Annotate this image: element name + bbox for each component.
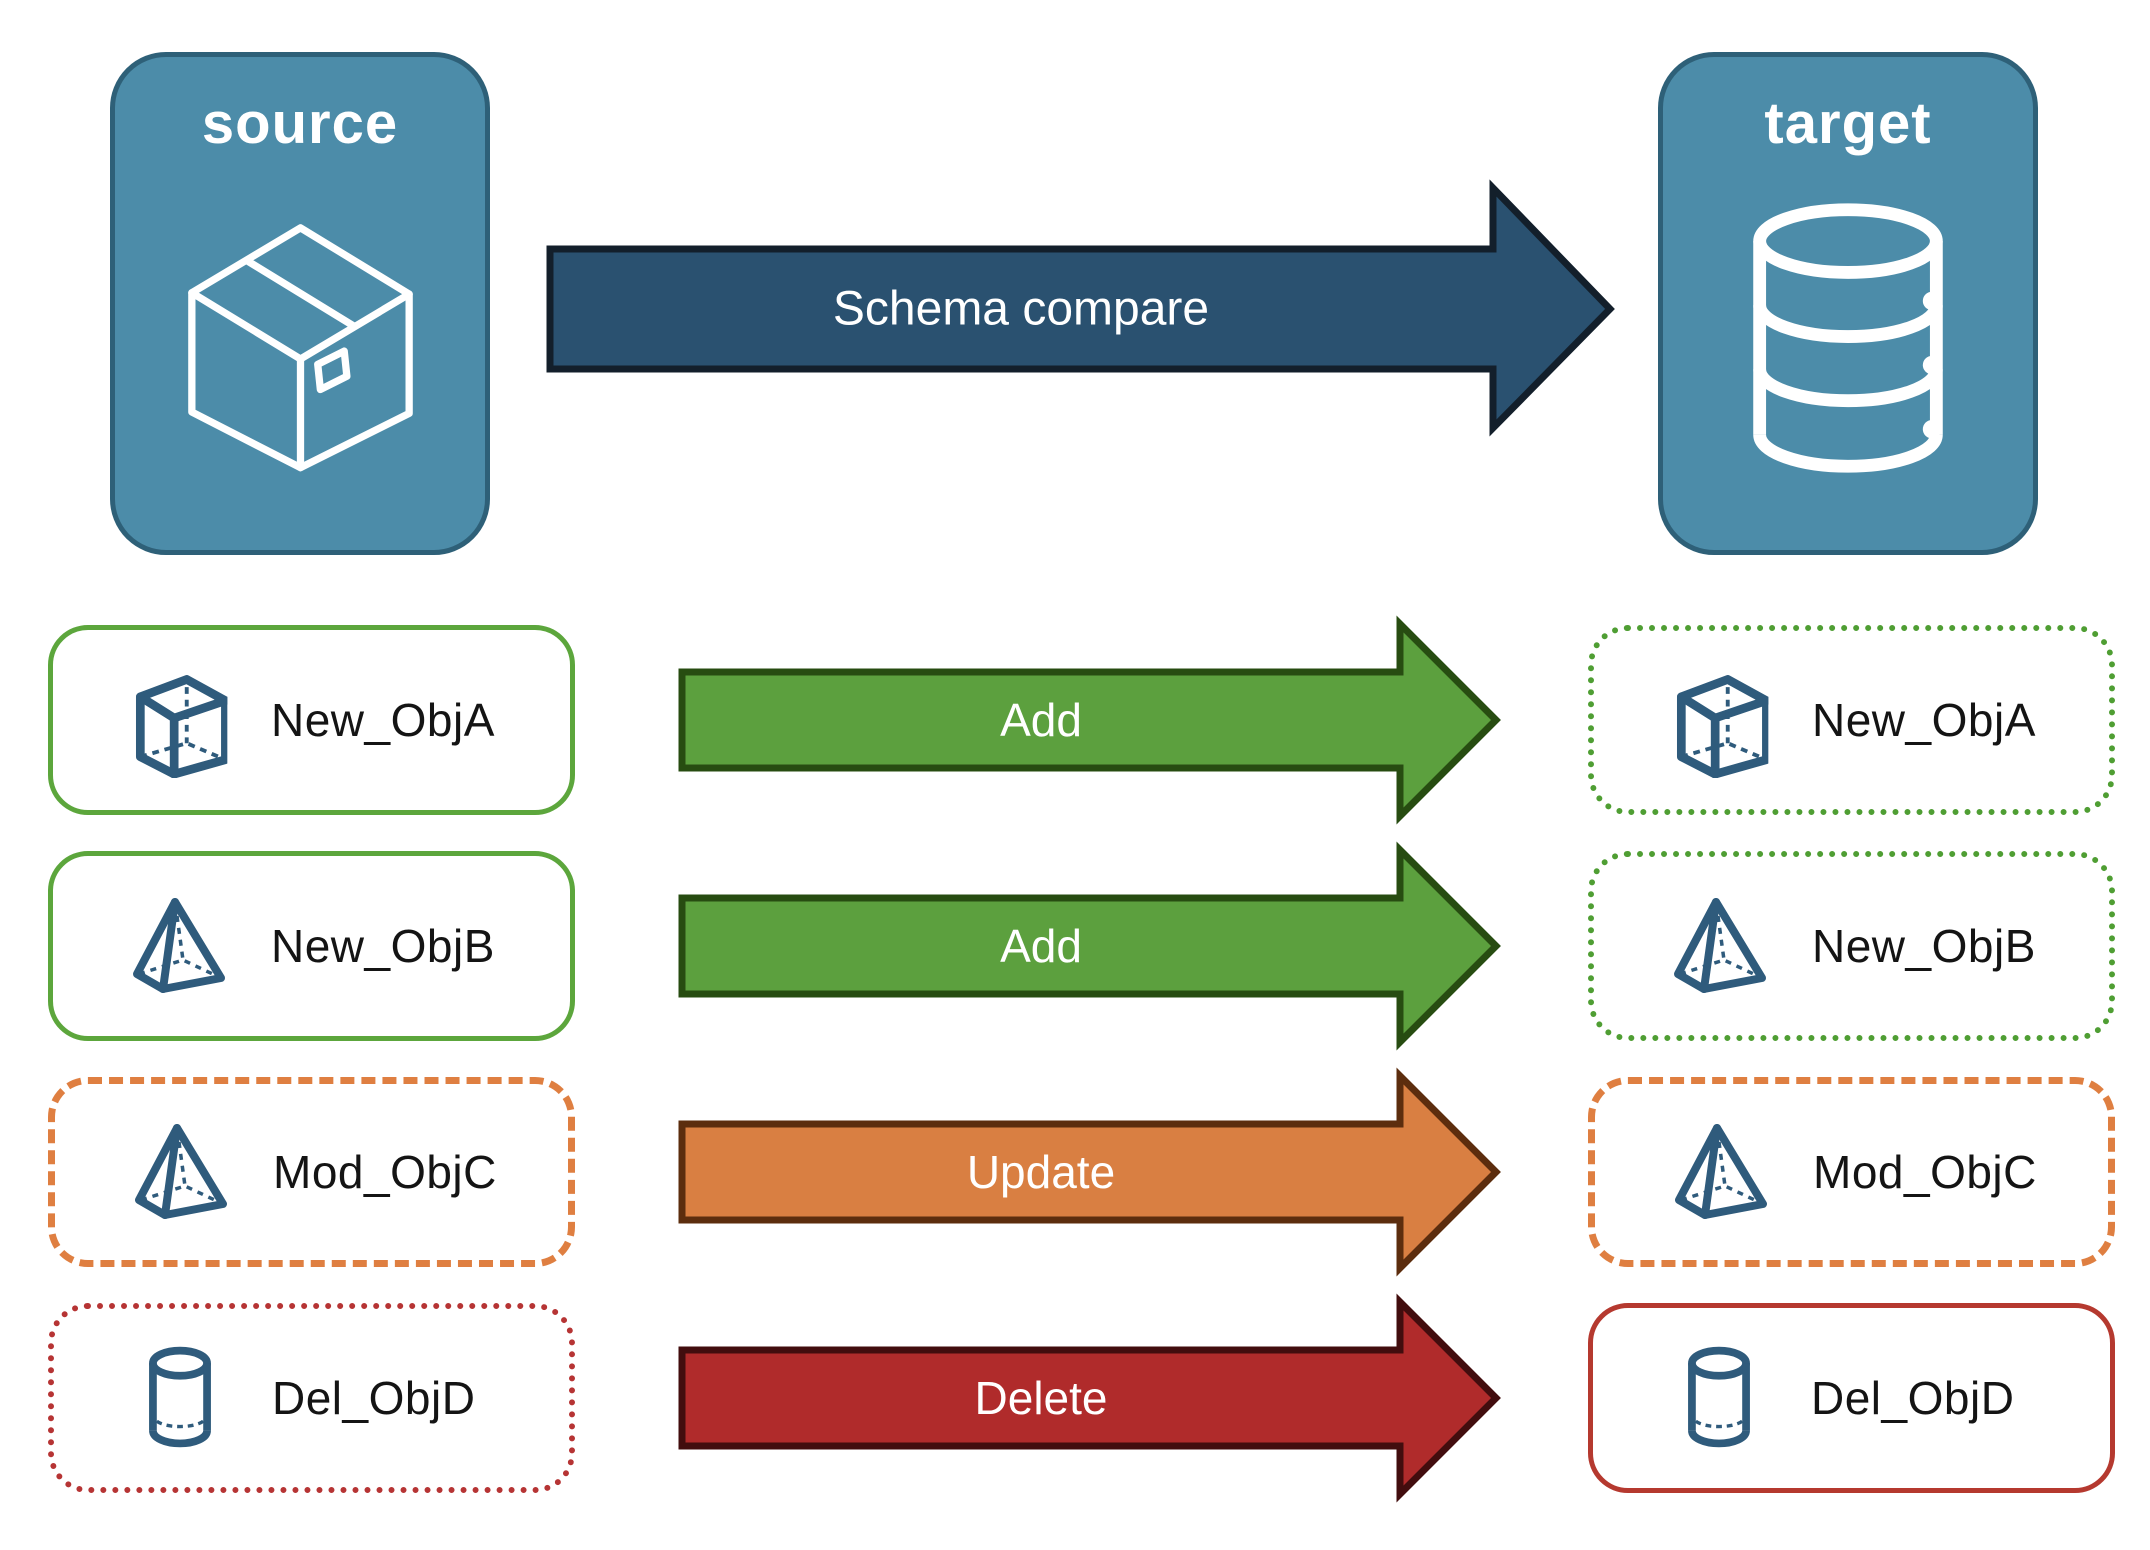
package-icon (187, 223, 413, 472)
target-object-box-new-objb: New_ObjB (1588, 851, 2115, 1041)
object-label: New_ObjA (271, 694, 495, 746)
target-panel: target (1658, 52, 2038, 555)
delete-arrow-shape (678, 1293, 1501, 1503)
pyramid-icon (1671, 1114, 1771, 1230)
object-label: Mod_ObjC (273, 1146, 497, 1198)
schema-compare-arrow: Schema compare (546, 179, 1615, 437)
cube-icon (1670, 662, 1770, 778)
object-label: Del_ObjD (1811, 1372, 2015, 1424)
update-arrow-shape (678, 1067, 1501, 1277)
add-arrow-shape (678, 615, 1501, 825)
delete-arrow-label: Delete (975, 1372, 1108, 1424)
pyramid-icon (129, 888, 229, 1004)
cylinder-icon (130, 1340, 230, 1456)
update-arrow: Update (678, 1067, 1501, 1277)
target-panel-title: target (1764, 91, 1932, 156)
pyramid-icon (1670, 888, 1770, 1004)
source-object-box-del-objd: Del_ObjD (48, 1303, 575, 1493)
delete-arrow: Delete (678, 1293, 1501, 1503)
add-arrow-label: Add (1000, 920, 1082, 972)
cylinder-icon (1669, 1340, 1769, 1456)
add-arrow: Add (678, 841, 1501, 1051)
add-arrow-shape (678, 841, 1501, 1051)
target-object-box-mod-objc: Mod_ObjC (1588, 1077, 2115, 1267)
update-arrow-label: Update (967, 1146, 1115, 1198)
object-label: New_ObjA (1812, 694, 2036, 746)
database-icon (1753, 203, 1943, 473)
source-object-box-mod-objc: Mod_ObjC (48, 1077, 575, 1267)
source-panel-title: source (201, 91, 399, 156)
object-label: Del_ObjD (272, 1372, 476, 1424)
add-arrow: Add (678, 615, 1501, 825)
target-object-box-new-obja: New_ObjA (1588, 625, 2115, 815)
source-object-box-new-obja: New_ObjA (48, 625, 575, 815)
source-object-box-new-objb: New_ObjB (48, 851, 575, 1041)
schema-compare-arrow-label: Schema compare (833, 283, 1209, 336)
cube-icon (129, 662, 229, 778)
schema-compare-arrow-shape (546, 179, 1615, 437)
target-object-box-del-objd: Del_ObjD (1588, 1303, 2115, 1493)
add-arrow-label: Add (1000, 694, 1082, 746)
object-label: New_ObjB (1812, 920, 2036, 972)
object-label: Mod_ObjC (1813, 1146, 2037, 1198)
object-label: New_ObjB (271, 920, 495, 972)
source-panel: source (110, 52, 490, 555)
pyramid-icon (131, 1114, 231, 1230)
